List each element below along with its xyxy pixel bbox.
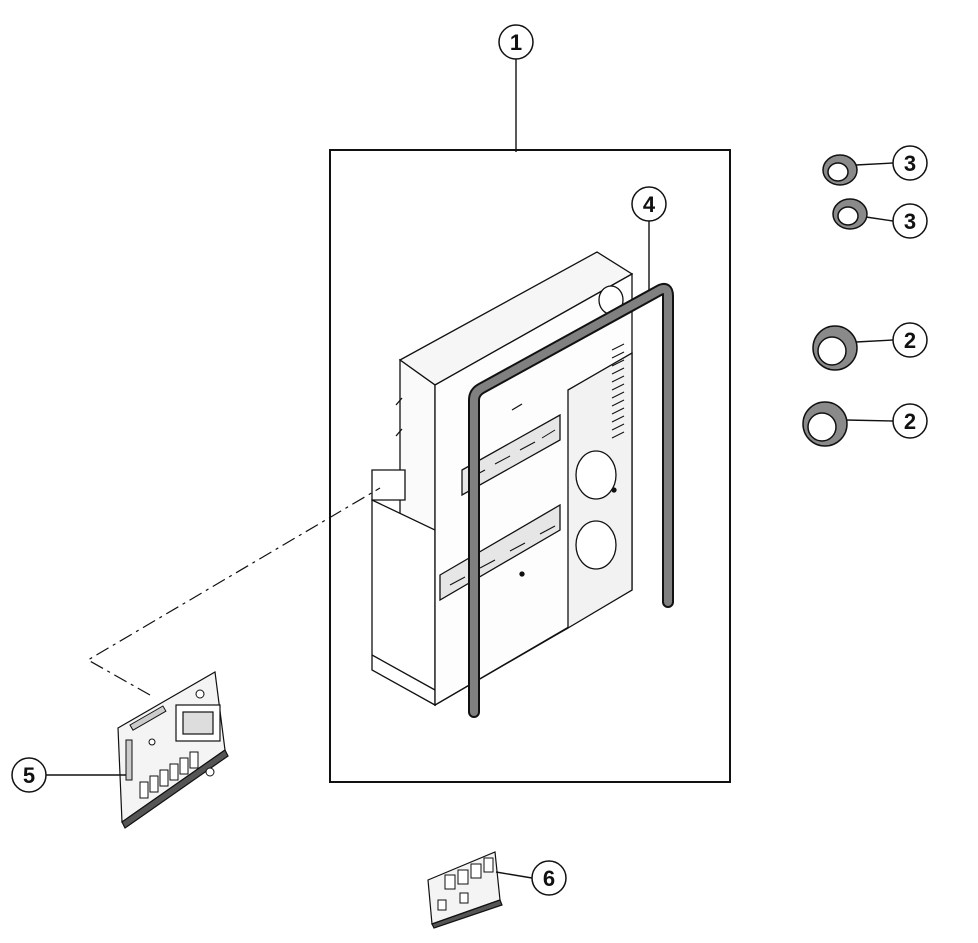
callout-3a: 3: [892, 145, 928, 181]
callout-5-label: 5: [23, 763, 35, 788]
gasket: [468, 282, 674, 718]
callout-4-label: 4: [643, 192, 656, 217]
callout-3b-label: 3: [904, 209, 916, 234]
small-cable-gland-lower: [832, 198, 868, 230]
callout-6-label: 6: [543, 866, 555, 891]
callout-1: 1: [498, 24, 534, 60]
small-cable-gland-upper: [822, 154, 858, 186]
callout-6: 6: [531, 860, 567, 896]
callout-2a: 2: [892, 322, 928, 358]
callout-4: 4: [631, 186, 667, 222]
assembly-frame: [329, 149, 731, 783]
callout-3a-label: 3: [904, 151, 916, 176]
assembly-path-line: [86, 487, 381, 696]
leader-lines: [46, 59, 894, 879]
callout-2b: 2: [892, 403, 928, 439]
large-cable-gland-lower: [802, 401, 848, 447]
callout-3b: 3: [892, 203, 928, 239]
callout-1-label: 1: [510, 30, 522, 55]
expansion-board: [427, 851, 503, 929]
callout-5: 5: [11, 757, 47, 793]
large-cable-gland-upper: [812, 325, 858, 371]
callout-2a-label: 2: [904, 328, 916, 353]
main-control-board: [117, 671, 229, 829]
callout-2b-label: 2: [904, 409, 916, 434]
enclosure-box: [371, 251, 634, 707]
